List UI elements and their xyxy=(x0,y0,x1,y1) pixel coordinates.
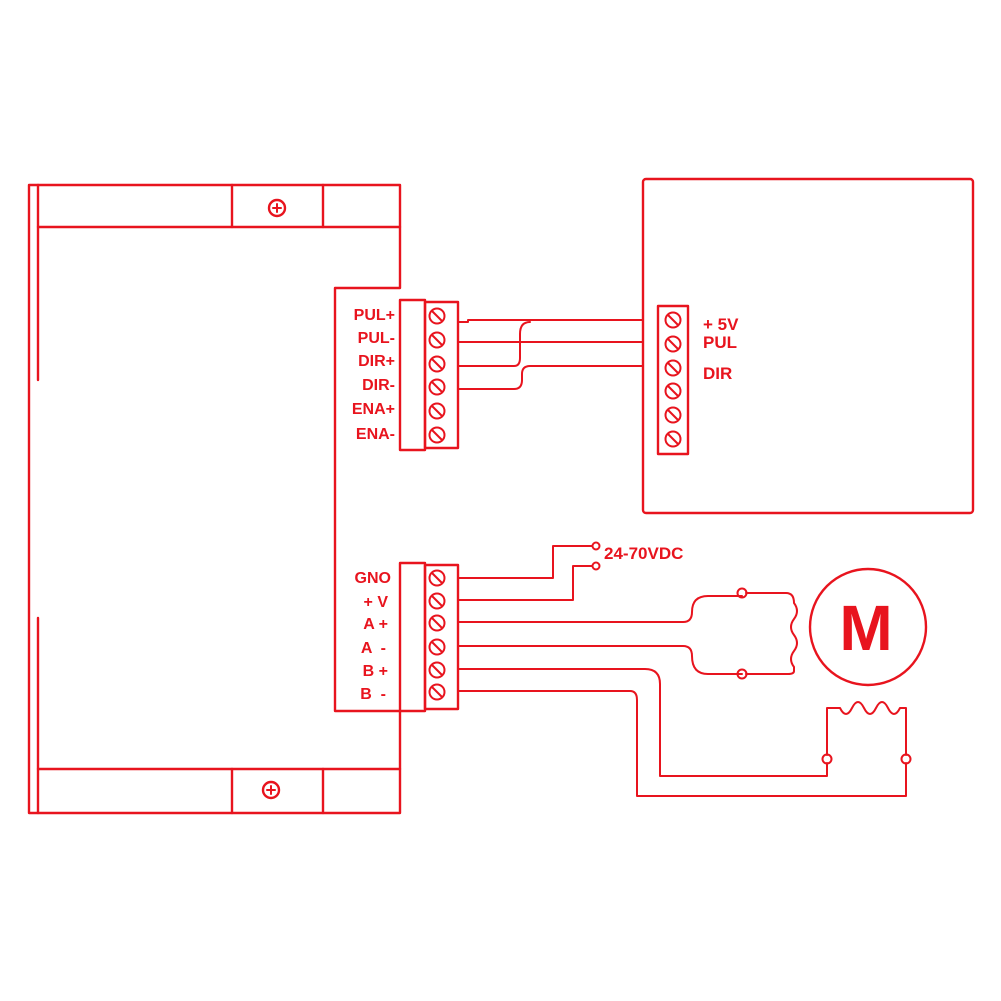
screw-terminal-icon xyxy=(428,683,446,701)
mounting-screw-icon xyxy=(261,780,281,800)
terminal-label-b-minus: B - xyxy=(360,686,386,703)
power-supply-connection: 24-70VDC xyxy=(457,541,683,601)
controller-label-dir: DIR xyxy=(703,364,732,383)
power-terminal-labels: GNO + V A + A - B + B - xyxy=(355,570,391,703)
screw-terminal-icon xyxy=(428,307,446,325)
screw-terminal-icon xyxy=(428,426,446,444)
power-terminal-point xyxy=(591,541,601,551)
terminal-label-gnd: GNO xyxy=(355,570,391,587)
motor-circle xyxy=(808,567,928,687)
signal-terminal-labels: PUL+ PUL- DIR+ DIR- ENA+ ENA- xyxy=(352,307,395,443)
coil-icon xyxy=(821,701,912,765)
controller-label-pul: PUL xyxy=(703,333,737,352)
motor-icon: M xyxy=(808,567,928,687)
screw-terminal-icon xyxy=(664,335,682,353)
power-block-base xyxy=(398,561,427,713)
wire-dir-minus xyxy=(457,365,644,390)
screw-terminal-icon xyxy=(664,382,682,400)
terminal-label-pul-minus: PUL- xyxy=(358,330,395,347)
wire-a-plus xyxy=(457,595,743,623)
controller-label-5v: + 5V xyxy=(703,315,739,334)
signal-block-body xyxy=(423,300,460,450)
controller-outline xyxy=(641,177,975,515)
terminal-label-dir-plus: DIR+ xyxy=(358,353,395,370)
screw-terminal-icon xyxy=(428,402,446,420)
screw-terminal-icon xyxy=(428,638,446,656)
terminal-label-pul-plus: PUL+ xyxy=(354,307,395,324)
power-terminal-point xyxy=(591,561,601,571)
motor-wires xyxy=(457,587,912,797)
wire-plus-v xyxy=(457,565,593,601)
driver-outer-body xyxy=(27,183,402,815)
screw-terminal-icon xyxy=(664,359,682,377)
signal-terminal-block xyxy=(398,298,460,452)
screw-terminal-icon xyxy=(428,592,446,610)
power-supply-label: 24-70VDC xyxy=(604,544,683,563)
terminal-label-a-minus: A - xyxy=(361,640,386,657)
terminal-label-ena-plus: ENA+ xyxy=(352,401,395,418)
wire-dir-plus xyxy=(457,321,531,367)
screw-terminal-icon xyxy=(428,661,446,679)
wire-a-minus xyxy=(457,645,743,675)
screw-terminal-icon xyxy=(664,311,682,329)
signal-block-base xyxy=(398,298,427,452)
screw-terminal-icon xyxy=(664,430,682,448)
controller-terminal-block xyxy=(656,304,690,456)
wire-b-minus xyxy=(457,690,907,797)
screw-terminal-icon xyxy=(428,331,446,349)
controller-board: + 5V PUL DIR xyxy=(641,177,975,515)
coil-icon xyxy=(736,587,798,680)
screw-terminal-icon xyxy=(428,378,446,396)
signal-wires xyxy=(457,319,644,390)
mounting-screw-icon xyxy=(267,198,287,218)
power-block-body xyxy=(423,563,460,711)
wire-gnd xyxy=(457,545,593,579)
terminal-label-ena-minus: ENA- xyxy=(356,426,395,443)
terminal-label-b-plus: B + xyxy=(363,663,388,680)
screw-terminal-icon xyxy=(428,569,446,587)
terminal-label-plus-v: + V xyxy=(364,594,389,611)
motor-symbol: M xyxy=(839,592,892,664)
power-terminal-block xyxy=(398,561,460,713)
terminal-label-a-plus: A + xyxy=(363,616,388,633)
screw-terminal-icon xyxy=(428,614,446,632)
terminal-label-dir-minus: DIR- xyxy=(362,377,395,394)
screw-terminal-icon xyxy=(664,406,682,424)
wire-pul-plus xyxy=(457,319,644,323)
stepper-driver: PUL+ PUL- DIR+ DIR- ENA+ ENA- GNO + V A … xyxy=(27,183,460,815)
wire-b-plus xyxy=(457,668,828,777)
screw-terminal-icon xyxy=(428,355,446,373)
